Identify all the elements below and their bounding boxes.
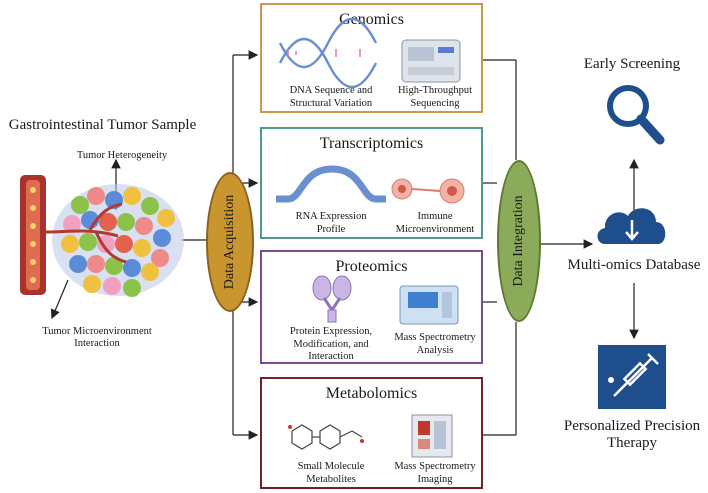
proteomics-panel: Proteomics Protein Expression, Modificat… — [260, 250, 483, 364]
protein-caption-line1: Protein Expression, — [289, 326, 373, 337]
protein-caption: Protein Expression, Modification, and In… — [266, 326, 396, 364]
ms-imaging-icon — [411, 414, 453, 458]
data-acquisition-node: Data Acquisition — [206, 172, 254, 312]
metabolites-caption-line2: Metabolites — [306, 473, 356, 485]
ms-analysis-caption: Mass Spectrometry Analysis — [380, 332, 490, 357]
ms-analysis-caption-line2: Analysis — [416, 344, 454, 356]
transcriptomics-title: Transcriptomics — [319, 135, 424, 152]
dna-caption-line2: Structural Variation — [289, 97, 373, 109]
rna-caption: RNA Expression Profile — [266, 211, 396, 236]
genomics-panel: Genomics DNA Sequence and Structural Var… — [260, 3, 483, 113]
metabolomics-title: Metabolomics — [325, 385, 418, 402]
immune-cell-icon — [391, 178, 465, 204]
sequencing-caption-line1: High-Throughput — [397, 85, 473, 96]
dna-icon — [278, 17, 378, 89]
rna-caption-line2: Profile — [316, 223, 346, 235]
early-screening-label: Early Screening — [583, 56, 681, 72]
tumor-vessels — [45, 202, 127, 264]
mass-spectrometer-icon — [399, 285, 459, 325]
ms-imaging-caption: Mass Spectrometry Imaging — [380, 461, 490, 486]
personalized-therapy-label: Personalized Precision Therapy — [556, 418, 708, 453]
immune-caption-line1: Immune — [417, 211, 453, 222]
proteomics-title: Proteomics — [335, 258, 408, 275]
sequencing-caption: High-Throughput Sequencing — [380, 85, 490, 110]
ms-imaging-caption-line1: Mass Spectrometry — [394, 461, 476, 472]
rna-icon — [276, 165, 386, 203]
personalized-therapy-line2: Therapy — [607, 435, 657, 452]
genomics-title: Genomics — [339, 11, 404, 28]
molecule-icon — [288, 424, 364, 450]
protein-icon — [312, 275, 352, 323]
immune-caption: Immune Microenvironment — [380, 211, 490, 236]
tumor-cells — [61, 187, 175, 297]
protein-caption-line2: Modification, and — [293, 338, 369, 350]
multiomics-database-label: Multi-omics Database — [567, 257, 701, 273]
tumor-heterogeneity-label: Tumor Heterogeneity — [76, 150, 168, 161]
dna-caption-line1: DNA Sequence and — [289, 85, 373, 96]
tumor-microenvironment-label: Tumor Microenvironment Interaction — [22, 326, 172, 350]
rna-caption-line1: RNA Expression — [295, 211, 367, 222]
immune-caption-line2: Microenvironment — [395, 223, 475, 235]
tumor-microenvironment-line2: Interaction — [74, 338, 120, 350]
sequencing-caption-line2: Sequencing — [410, 97, 460, 109]
ms-imaging-caption-line2: Imaging — [417, 473, 453, 485]
metabolites-caption-line1: Small Molecule — [297, 461, 365, 472]
dna-caption: DNA Sequence and Structural Variation — [266, 85, 396, 110]
data-integration-node: Data Integration — [497, 160, 541, 322]
personalized-therapy-line1: Personalized Precision — [563, 418, 701, 434]
blood-cells — [30, 187, 36, 283]
tumor-microenvironment-line1: Tumor Microenvironment — [42, 326, 152, 337]
transcriptomics-panel: Transcriptomics RNA Expression Profile I… — [260, 127, 483, 239]
sequencer-icon — [401, 39, 461, 83]
metabolites-caption: Small Molecule Metabolites — [266, 461, 396, 486]
sample-title: Gastrointestinal Tumor Sample — [8, 117, 197, 133]
metabolomics-panel: Metabolomics Small Molecule Metabolites … — [260, 377, 483, 489]
ms-analysis-caption-line1: Mass Spectrometry — [394, 332, 476, 343]
protein-caption-line3: Interaction — [308, 351, 354, 363]
